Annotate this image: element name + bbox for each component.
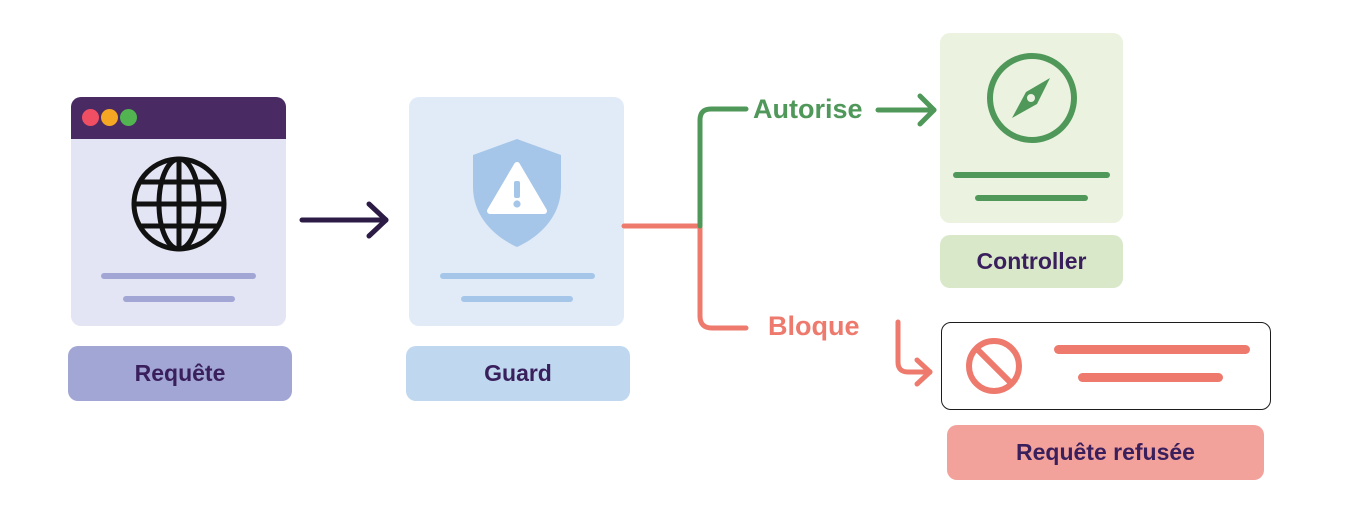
- shield-warning-icon: [473, 139, 561, 247]
- guard-card: [409, 97, 624, 326]
- window-minimize-dot-icon: [101, 109, 118, 126]
- text-line: [1054, 345, 1250, 354]
- authorize-branch: [697, 93, 937, 229]
- controller-card: [940, 33, 1123, 223]
- block-branch: [621, 223, 933, 387]
- text-line: [953, 172, 1110, 178]
- controller-label: Controller: [940, 235, 1123, 288]
- window-close-dot-icon: [82, 109, 99, 126]
- prohibited-icon: [966, 338, 1022, 394]
- request-to-guard-arrow: [299, 201, 389, 239]
- text-line: [1078, 373, 1223, 382]
- guard-label: Guard: [406, 346, 630, 401]
- text-line: [975, 195, 1088, 201]
- refused-label: Requête refusée: [947, 425, 1264, 480]
- compass-icon: [987, 53, 1077, 143]
- request-label: Requête: [68, 346, 292, 401]
- text-line: [123, 296, 235, 302]
- authorize-edge-label: Autorise: [753, 94, 863, 124]
- window-maximize-dot-icon: [120, 109, 137, 126]
- globe-icon: [131, 156, 227, 252]
- refused-card: [941, 322, 1271, 410]
- block-edge-label: Bloque: [768, 311, 860, 341]
- text-line: [440, 273, 595, 279]
- text-line: [461, 296, 573, 302]
- text-line: [101, 273, 256, 279]
- request-card: [71, 97, 286, 326]
